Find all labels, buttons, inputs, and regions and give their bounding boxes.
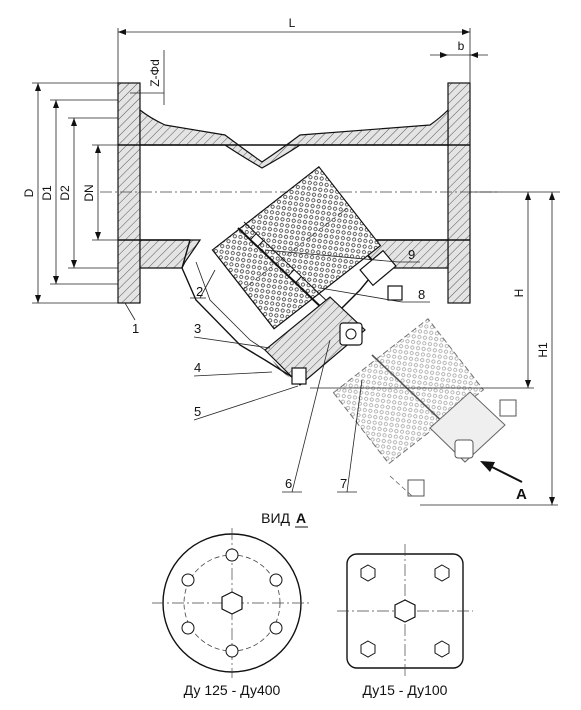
cover-assembly — [264, 249, 403, 386]
hex-nut-icon — [394, 599, 416, 623]
callout-6: 6 — [285, 476, 292, 491]
view-letter: A — [296, 510, 306, 526]
dim-flange-outer-label: D — [22, 188, 36, 197]
dim-flange-thickness-label: b — [458, 39, 465, 53]
callout-8: 8 — [418, 287, 425, 302]
dim-raised-face-label: D2 — [58, 185, 72, 201]
view-prefix: ВИД — [261, 510, 290, 526]
callout-4: 4 — [194, 360, 201, 375]
screen-service-position — [332, 318, 517, 497]
view-direction-arrow: A — [480, 461, 527, 503]
view-label: ВИД A — [261, 510, 308, 528]
callout-9: 9 — [408, 247, 415, 262]
dim-length-label: L — [289, 16, 296, 30]
left-flange — [117, 82, 141, 304]
lower-wall-left — [139, 239, 202, 269]
dim-height-label: H — [512, 289, 526, 298]
part-callouts: 1 2 3 4 5 6 7 8 9 — [124, 247, 430, 493]
dim-height-service-label: H1 — [536, 342, 550, 358]
upper-wall — [139, 108, 449, 169]
dim-nominal-bore-label: DN — [82, 184, 96, 201]
square-flange-bolts — [360, 564, 450, 658]
dim-holes-label: Z-Φd — [148, 59, 162, 87]
hex-nut-icon — [221, 591, 243, 615]
callout-5: 5 — [194, 404, 201, 419]
round-flange-bolts — [181, 548, 283, 658]
strainer-body — [100, 82, 500, 383]
dimension-labels: L b Z-Φd D D1 D2 DN H H1 — [22, 16, 550, 358]
dimension-lines — [32, 28, 560, 506]
callout-2: 2 — [196, 284, 203, 299]
square-flange-caption: Ду15 - Ду100 — [363, 682, 448, 698]
view-arrow-letter: A — [516, 486, 527, 503]
callout-7: 7 — [340, 476, 347, 491]
round-flange-caption: Ду 125 - Ду400 — [184, 682, 281, 698]
round-flange-view: Ду 125 - Ду400 — [152, 528, 312, 698]
callout-3: 3 — [194, 321, 201, 336]
right-flange — [447, 82, 471, 304]
filter-screen — [211, 165, 382, 330]
callout-1: 1 — [132, 321, 139, 336]
square-flange-view: Ду15 - Ду100 — [337, 544, 473, 698]
dim-bolt-circle-label: D1 — [40, 185, 54, 201]
